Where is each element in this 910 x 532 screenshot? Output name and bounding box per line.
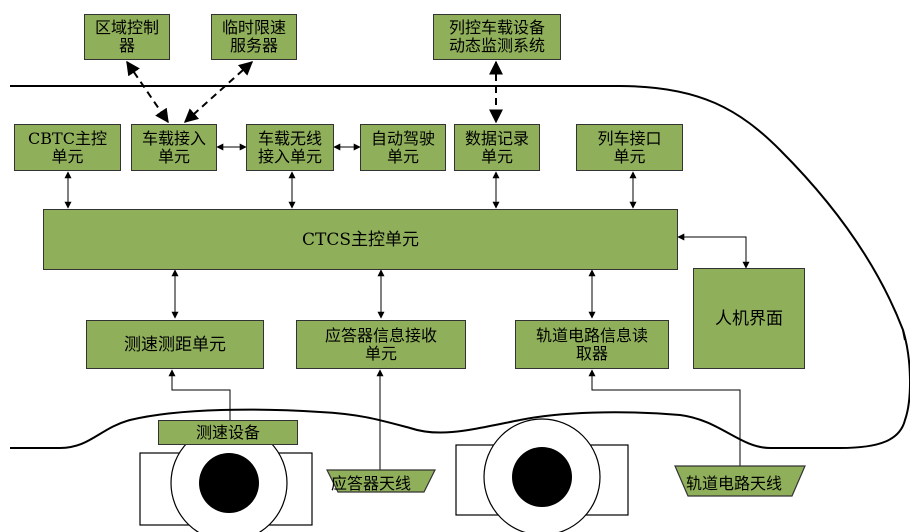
zone-controller-box: 区域控制 器 xyxy=(84,14,170,60)
train-interface-box: 列车接口 单元 xyxy=(576,124,683,171)
ato-box: 自动驾驶 单元 xyxy=(360,124,446,171)
link-track-antenna-to-reader xyxy=(592,370,740,466)
speed-sensor-box: 测速设备 xyxy=(158,420,298,445)
balise-antenna-label: 应答器天线 xyxy=(331,470,411,494)
train-monitor-box: 列控车载设备 动态监测系统 xyxy=(433,14,561,60)
data-recorder-box: 数据记录 单元 xyxy=(454,124,540,171)
speed-distance-box: 测速测距单元 xyxy=(86,320,264,369)
cbtc-main-box: CBTC主控 单元 xyxy=(14,124,121,171)
temp-speed-server-box: 临时限速 服务器 xyxy=(211,14,297,60)
wheel-right-hub xyxy=(512,447,572,507)
hmi-box: 人机界面 xyxy=(693,268,805,369)
onboard-access-box: 车载接入 单元 xyxy=(131,124,217,171)
onboard-wireless-box: 车载无线 接入单元 xyxy=(246,124,334,171)
link-zone-to-access xyxy=(127,62,168,122)
train-underframe-mid xyxy=(320,412,520,433)
link-server-to-access xyxy=(185,62,252,122)
link-ctcs-to-hmi xyxy=(678,237,746,268)
track-circuit-reader-box: 轨道电路信息读 取器 xyxy=(515,320,669,369)
balise-receiver-box: 应答器信息接收 单元 xyxy=(296,320,466,369)
wheel-left-hub xyxy=(199,453,259,513)
ctcs-main-box: CTCS主控单元 xyxy=(43,209,678,270)
track-antenna-label: 轨道电路天线 xyxy=(686,470,782,494)
